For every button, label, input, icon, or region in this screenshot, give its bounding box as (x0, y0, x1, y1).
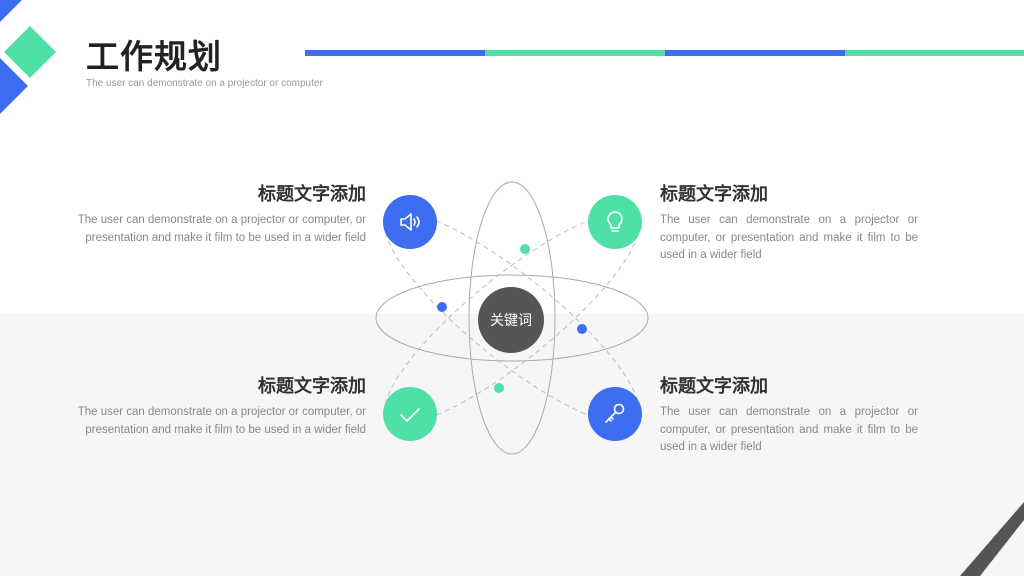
item-text: The user can demonstrate on a projector … (77, 214, 366, 244)
item-title: 标题文字添加 (660, 376, 768, 396)
item-block-top-right: 标题文字添加 The user can demonstrate on a pro… (660, 182, 918, 265)
bottom-background (0, 314, 1024, 576)
item-block-bottom-left: 标题文字添加 The user can demonstrate on a pro… (66, 374, 366, 439)
orbit-dot-blue (437, 302, 447, 312)
orbit-dot-blue (577, 324, 587, 334)
orbit-dot-green (494, 383, 504, 393)
stripe-blue (665, 50, 845, 56)
orbit-horizontal (375, 274, 649, 362)
corner-decoration-bottom-right (960, 502, 1024, 576)
center-keyword: 关键词 (478, 287, 544, 353)
corner-decoration-top-left (0, 0, 56, 114)
item-text: The user can demonstrate on a projector … (77, 406, 366, 436)
item-text: The user can demonstrate on a projector … (660, 406, 918, 453)
speaker-icon (383, 195, 437, 249)
stripe-blue (305, 50, 485, 56)
page-title: 工作规划 (86, 38, 222, 75)
item-title: 标题文字添加 (258, 184, 366, 204)
item-block-bottom-right: 标题文字添加 The user can demonstrate on a pro… (660, 374, 918, 457)
orbit-vertical (468, 181, 556, 455)
stripe-green (485, 50, 665, 56)
key-icon (588, 387, 642, 441)
item-title: 标题文字添加 (660, 184, 768, 204)
item-title: 标题文字添加 (258, 376, 366, 396)
lightbulb-icon (588, 195, 642, 249)
page-subtitle: The user can demonstrate on a projector … (86, 78, 323, 89)
stripe-green (845, 50, 1024, 56)
orbit-dot-green (520, 244, 530, 254)
check-icon (383, 387, 437, 441)
item-text: The user can demonstrate on a projector … (660, 214, 918, 261)
item-block-top-left: 标题文字添加 The user can demonstrate on a pro… (66, 182, 366, 247)
header-stripes (305, 50, 1024, 56)
